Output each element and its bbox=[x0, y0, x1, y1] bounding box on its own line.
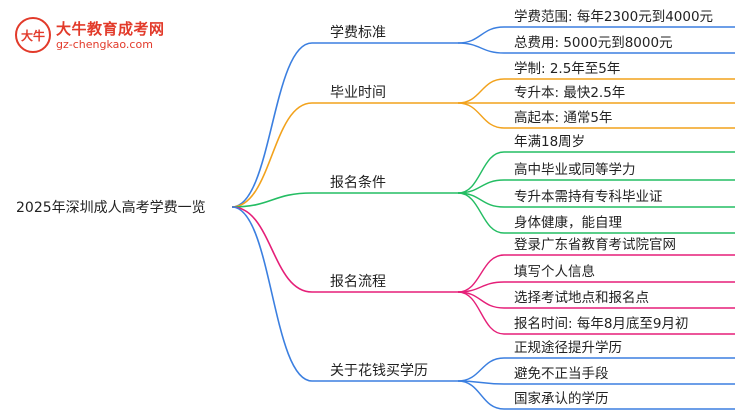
root-node: 2025年深圳成人高考学费一览 bbox=[16, 199, 206, 216]
leaf-connector bbox=[457, 192, 505, 234]
leaf-label: 避免不正当手段 bbox=[514, 366, 609, 382]
leaf-label: 登录广东省教育考试院官网 bbox=[514, 237, 676, 253]
leaf-label: 专升本: 最快2.5年 bbox=[514, 85, 625, 101]
branch-connector bbox=[231, 192, 313, 208]
branch-label: 报名条件 bbox=[330, 174, 386, 191]
leaf-label: 身体健康，能自理 bbox=[514, 214, 622, 231]
leaf-connector bbox=[457, 42, 505, 54]
leaf-label: 专升本需持有专科毕业证 bbox=[514, 189, 663, 205]
leaf-label: 填写个人信息 bbox=[514, 263, 595, 280]
leaf-label: 正规途径提升学历 bbox=[514, 339, 622, 356]
leaf-label: 学制: 2.5年至5年 bbox=[514, 61, 620, 77]
leaf-label: 高起本: 通常5年 bbox=[514, 109, 612, 126]
leaf-connector bbox=[457, 380, 505, 410]
logo-mark-text: 大牛 bbox=[21, 28, 45, 43]
branch-connector bbox=[231, 206, 313, 293]
branch-connector bbox=[231, 102, 313, 208]
leaf-connector bbox=[457, 357, 505, 382]
leaf-label: 高中毕业或同等学力 bbox=[514, 161, 636, 178]
site-logo[interactable]: 大牛 大牛教育成考网 gz-chengkao.com bbox=[14, 16, 194, 56]
leaf-connector bbox=[457, 291, 505, 309]
leaf-connector bbox=[457, 102, 505, 129]
leaf-connector bbox=[457, 151, 505, 194]
logo-url[interactable]: gz-chengkao.com bbox=[56, 38, 153, 51]
logo-mark-icon: 大牛 bbox=[15, 17, 51, 53]
leaf-connector bbox=[457, 78, 505, 104]
branch-connector bbox=[231, 206, 313, 382]
leaf-label: 学费范围: 每年2300元到4000元 bbox=[514, 9, 713, 25]
branch-label: 毕业时间 bbox=[330, 85, 386, 101]
leaf-connector bbox=[457, 26, 505, 44]
branch-connector bbox=[231, 42, 313, 208]
branch-label: 报名流程 bbox=[330, 274, 386, 290]
leaf-connector bbox=[457, 291, 505, 335]
branch-label: 学费标准 bbox=[330, 25, 386, 41]
leaf-label: 总费用: 5000元到8000元 bbox=[514, 35, 673, 51]
leaf-label: 选择考试地点和报名点 bbox=[514, 290, 649, 306]
leaf-label: 报名时间: 每年8月底至9月初 bbox=[514, 315, 689, 332]
logo-title: 大牛教育成考网 bbox=[56, 20, 165, 38]
leaf-label: 年满18周岁 bbox=[514, 134, 585, 150]
leaf-label: 国家承认的学历 bbox=[514, 390, 609, 407]
branch-label: 关于花钱买学历 bbox=[330, 363, 428, 379]
